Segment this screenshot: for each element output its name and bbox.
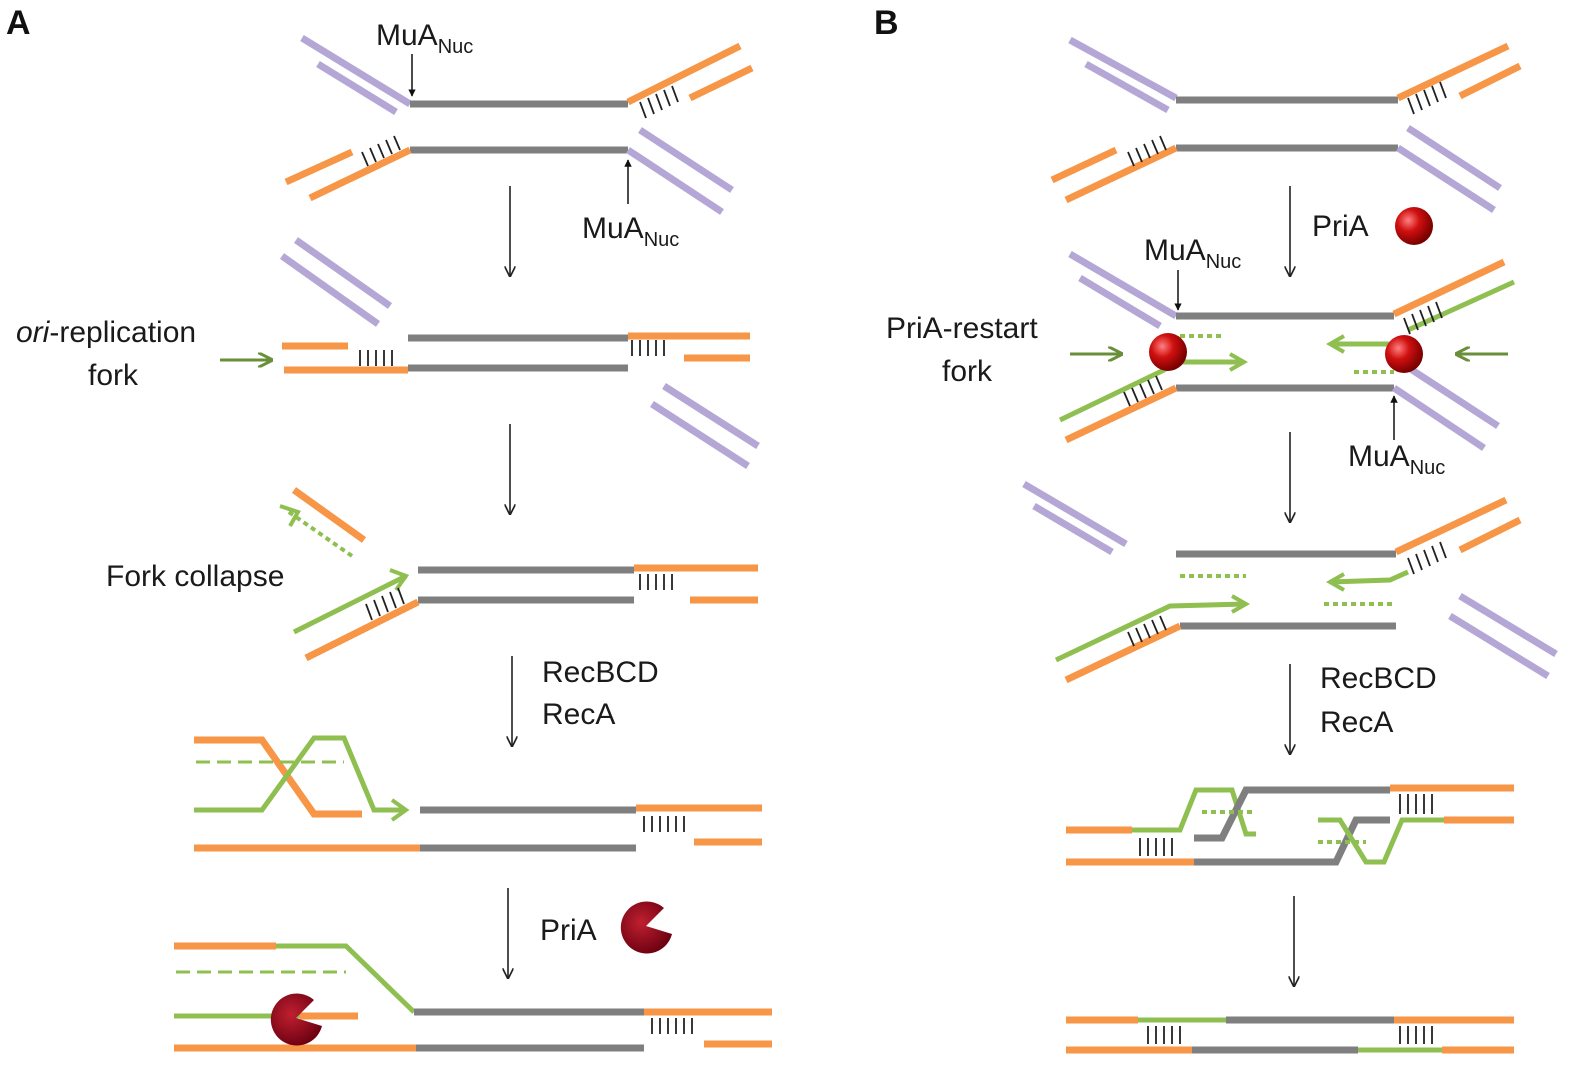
a2-base-pairs: [359, 340, 665, 366]
b3-recbcd-label: RecBCD: [1320, 662, 1437, 695]
a2-ori-fork-label: ori-replication fork: [16, 316, 270, 392]
b1-pria-label: PriA: [1312, 210, 1369, 243]
svg-text:fork: fork: [88, 359, 139, 392]
a-step3-dna: [279, 487, 758, 662]
svg-text:PriA-restart: PriA-restart: [886, 312, 1038, 345]
b5-base-pairs: [1147, 1026, 1433, 1044]
b-step4-dna: [1066, 784, 1514, 866]
b2-mua-nuc-top: MuANuc: [1144, 234, 1241, 311]
a3-fork-collapse-label: Fork collapse: [106, 560, 284, 593]
b1-pria-protein-icon: [1395, 207, 1433, 245]
a1-mua-nuc-top: MuANuc: [376, 19, 473, 97]
b2-mua-nuc-bottom: MuANuc: [1348, 395, 1445, 479]
a5-base-pairs: [651, 1018, 693, 1034]
a5-pria-protein-icon: [270, 993, 322, 1046]
a-step4-dna: [194, 735, 762, 852]
b1-base-pairs: [1127, 81, 1447, 167]
a1-mua-nuc-bottom: MuANuc: [582, 159, 679, 251]
panel-label-a: A: [6, 4, 31, 42]
a3-reca-label: RecA: [542, 698, 615, 731]
b-step5-dna: [1066, 1016, 1514, 1054]
b2-pria-protein-right-icon: [1385, 335, 1423, 373]
a1-base-pairs-left: [361, 135, 401, 167]
svg-text:MuANuc: MuANuc: [582, 212, 679, 251]
b-step2-dna: [1058, 250, 1516, 451]
a4-base-pairs: [643, 816, 685, 832]
a3-base-pairs: [365, 574, 673, 621]
svg-text:MuANuc: MuANuc: [1348, 440, 1445, 479]
svg-text:ori-replication: ori-replication: [16, 316, 196, 349]
panel-label-b: B: [874, 4, 899, 42]
svg-text:MuANuc: MuANuc: [1144, 234, 1241, 273]
b4-base-pairs: [1139, 794, 1433, 856]
svg-text:fork: fork: [942, 355, 993, 388]
a-step5-dna: [174, 942, 772, 1052]
b3-reca-label: RecA: [1320, 706, 1393, 739]
a4-pria-label: PriA: [540, 914, 597, 947]
b2-base-pairs: [1123, 301, 1443, 407]
a3-recbcd-label: RecBCD: [542, 656, 659, 689]
a4-pria-protein-icon: [620, 901, 672, 954]
b-step3-dna: [1022, 480, 1558, 684]
a1-base-pairs-right: [639, 85, 679, 119]
b-step1-dna: [1050, 36, 1522, 213]
b2-pria-protein-left-icon: [1149, 333, 1187, 371]
svg-text:MuANuc: MuANuc: [376, 19, 473, 58]
b2-pria-restart-fork-label: PriA-restart fork: [886, 312, 1038, 388]
b3-base-pairs: [1127, 541, 1447, 647]
a-step2-dna: [279, 237, 760, 469]
a-step1-dna: [284, 35, 754, 215]
